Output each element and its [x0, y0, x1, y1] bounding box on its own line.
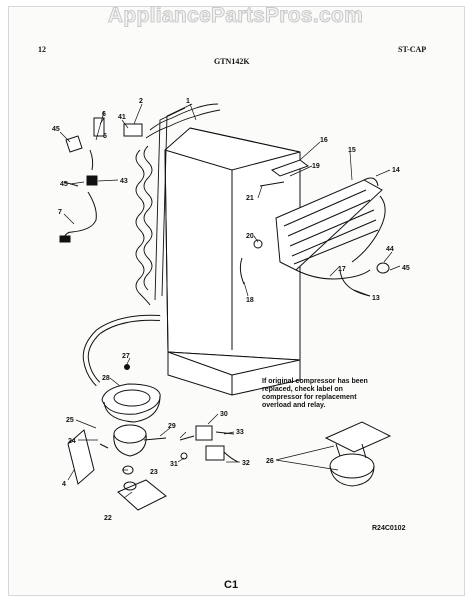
callout-21: 21	[246, 195, 254, 202]
condenser-coil	[135, 103, 221, 306]
callout-25: 25	[66, 417, 74, 424]
callout-5: 5	[103, 133, 107, 140]
section-code: ST-CAP	[398, 45, 427, 54]
bracket-2	[123, 123, 143, 137]
thermostat-43	[86, 175, 98, 186]
callout-45-mid: 45	[60, 181, 68, 188]
callout-16: 16	[320, 137, 328, 144]
drain-pan	[101, 383, 161, 423]
tube-13	[339, 269, 371, 297]
clip-18	[239, 257, 245, 285]
callout-2: 2	[139, 98, 143, 105]
callout-14: 14	[392, 167, 400, 174]
lead-33	[215, 431, 235, 435]
figure-code: R24C0102	[372, 525, 406, 532]
drain-tube-inner	[83, 315, 161, 386]
callout-26: 26	[266, 458, 274, 465]
power-cord-7	[63, 191, 97, 239]
callout-17: 17	[338, 266, 346, 273]
leader-lines	[59, 103, 401, 499]
callout-20: 20	[246, 233, 254, 240]
clip-5	[93, 117, 105, 137]
callout-28: 28	[102, 375, 110, 382]
part-45-top	[65, 135, 83, 153]
model-number: GTN142K	[214, 57, 250, 66]
page-code: C1	[224, 579, 239, 591]
grommet-23b	[123, 481, 137, 491]
callout-43: 43	[120, 178, 128, 185]
grommet-20	[253, 239, 263, 249]
callout-32: 32	[242, 460, 250, 467]
callout-1: 1	[186, 98, 190, 105]
lead-32	[223, 451, 239, 463]
callout-41: 41	[118, 114, 126, 121]
drain-tube	[82, 314, 161, 387]
callout-29: 29	[168, 423, 176, 430]
callout-6: 6	[102, 111, 106, 118]
callout-22: 22	[104, 515, 112, 522]
part-44	[376, 262, 390, 274]
callout-44: 44	[386, 246, 394, 253]
drain-pan-screw	[124, 364, 130, 370]
screw-21	[259, 181, 285, 187]
tube-17	[295, 269, 371, 280]
callout-31: 31	[170, 461, 178, 468]
wire-29	[179, 435, 195, 441]
plug	[59, 235, 71, 243]
callout-45-right: 45	[402, 265, 410, 272]
compressor	[99, 424, 167, 457]
base-plate-22	[117, 479, 167, 511]
callout-15: 15	[348, 147, 356, 154]
callout-30: 30	[220, 411, 228, 418]
callout-18: 18	[246, 297, 254, 304]
callout-24: 24	[68, 438, 76, 445]
callout-19: 19	[312, 163, 320, 170]
callout-23: 23	[150, 469, 158, 476]
callout-27: 27	[122, 353, 130, 360]
wire-6	[89, 149, 94, 171]
capacitor-32	[205, 445, 225, 461]
callout-45-top: 45	[52, 126, 60, 133]
watermark: AppliancePartsPros.com	[107, 4, 364, 28]
replacement-compressor	[324, 421, 392, 487]
callout-13: 13	[372, 295, 380, 302]
compressor-note: If original compressor has been replaced…	[262, 378, 368, 409]
evaporator	[275, 177, 386, 271]
relay-30	[195, 425, 213, 441]
callout-7: 7	[58, 209, 62, 216]
bracket-4	[67, 429, 95, 485]
callout-33: 33	[236, 429, 244, 436]
callout-4: 4	[62, 481, 66, 488]
evaporator-bracket	[270, 159, 310, 177]
page-number: 12	[38, 45, 46, 54]
part-31	[180, 452, 188, 460]
